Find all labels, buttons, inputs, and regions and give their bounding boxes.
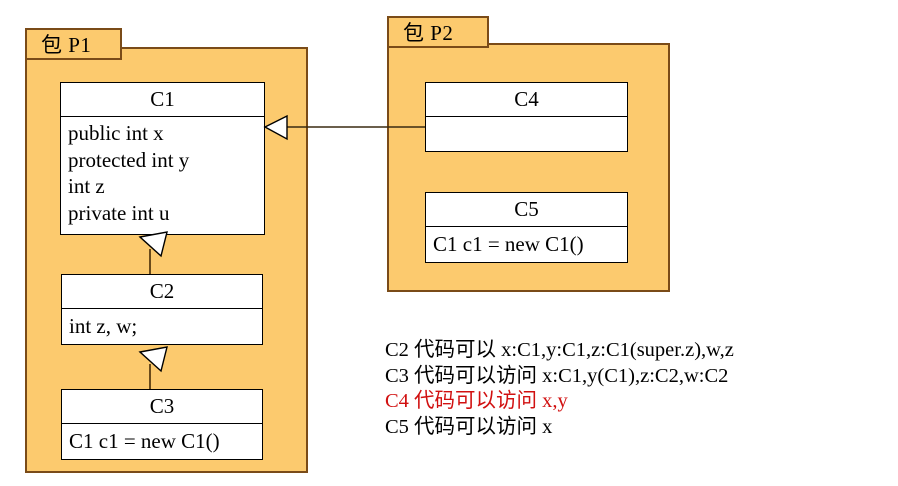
class-box-C4[interactable]: C4 [425, 82, 628, 152]
generalization-C4-to-C1 [263, 114, 425, 141]
class-C1-name: C1 [61, 83, 264, 117]
class-box-C3[interactable]: C3 C1 c1 = new C1() [61, 389, 263, 460]
class-box-C1[interactable]: C1 public int x protected int y int z pr… [60, 82, 265, 235]
generalization-C2-to-C1 [138, 231, 168, 274]
class-box-C2[interactable]: C2 int z, w; [61, 274, 263, 345]
class-C1-attribute: protected int y [68, 147, 190, 172]
class-box-C5[interactable]: C5 C1 c1 = new C1() [425, 192, 628, 263]
class-C5-attributes: C1 c1 = new C1() [426, 227, 627, 258]
class-C1-attribute: int z [68, 174, 105, 199]
access-note-C3: C3 代码可以访问 x:C1,y(C1),z:C2,w:C2 [385, 364, 729, 387]
class-C3-attribute: C1 c1 = new C1() [69, 429, 220, 453]
class-C2-attribute: int z, w; [69, 314, 138, 338]
generalization-C3-to-C2 [138, 346, 168, 389]
package-P1-label: 包 P1 [41, 33, 92, 57]
class-C5-name: C5 [426, 193, 627, 227]
package-P2-label: 包 P2 [403, 21, 454, 45]
class-C3-name: C3 [62, 390, 262, 424]
package-P1-tab[interactable]: 包 P1 [25, 28, 122, 60]
class-C4-name: C4 [426, 83, 627, 117]
class-C1-attributes: public int x protected int y int z priva… [61, 117, 264, 227]
access-note-C5: C5 代码可以访问 x [385, 415, 553, 438]
class-C1-attribute: private int u [68, 200, 170, 225]
access-note-C4: C4 代码可以访问 x,y [385, 390, 568, 412]
class-C2-attributes: int z, w; [62, 309, 262, 340]
package-P2-tab[interactable]: 包 P2 [387, 16, 489, 48]
class-C3-attributes: C1 c1 = new C1() [62, 424, 262, 455]
class-C2-name: C2 [62, 275, 262, 309]
access-notes: C2 代码可以 x:C1,y:C1,z:C1(super.z),w,z C3 代… [385, 338, 734, 440]
access-note-C2: C2 代码可以 x:C1,y:C1,z:C1(super.z),w,z [385, 339, 734, 361]
class-C1-attribute: public int x [68, 121, 164, 145]
class-C5-attribute: C1 c1 = new C1() [433, 232, 584, 256]
